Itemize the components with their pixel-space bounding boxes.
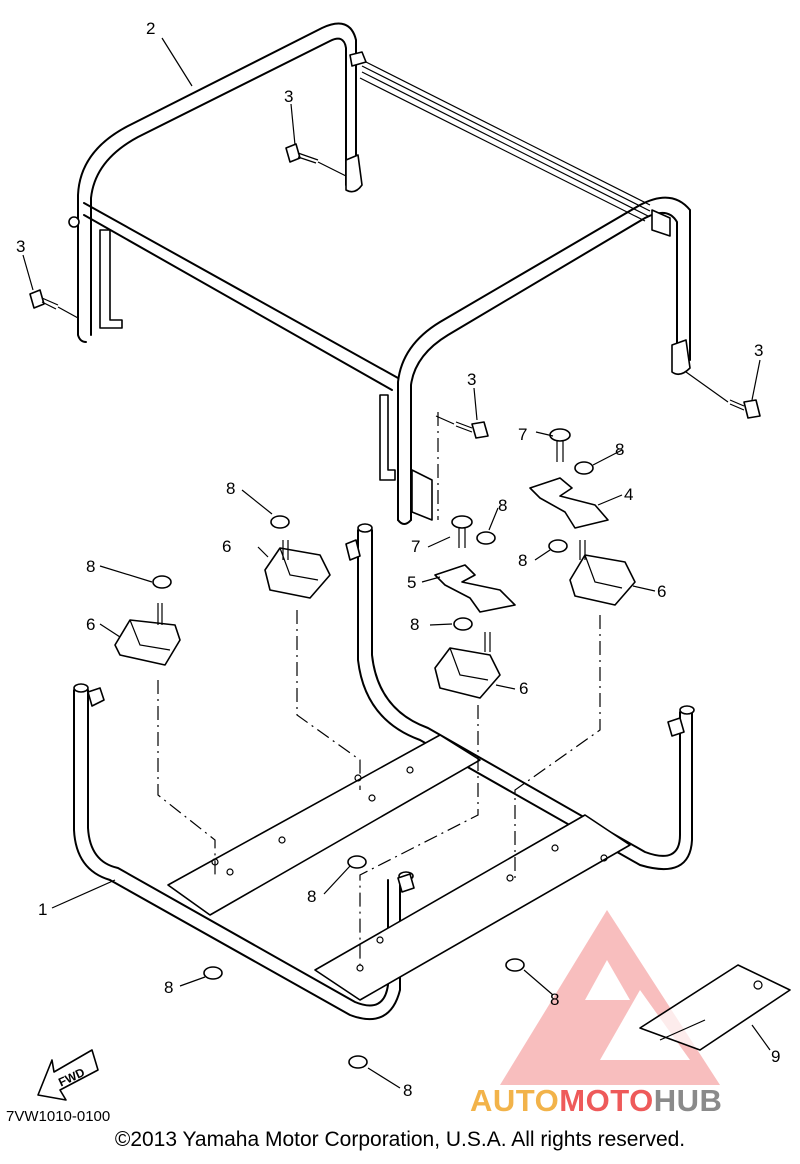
part-9-label <box>639 964 791 1051</box>
alignment-lines <box>157 412 601 965</box>
bolt-3-right <box>685 371 761 419</box>
callout-numbers: 2 3 3 3 3 7 8 4 8 7 8 6 8 8 5 6 6 8 6 1 … <box>16 19 780 1100</box>
callout-9: 9 <box>771 1047 780 1066</box>
callout-6-center: 6 <box>519 679 528 698</box>
watermark-text: AUTOMOTOHUB <box>470 1083 722 1119</box>
callout-8-i: 8 <box>550 990 559 1009</box>
damper-6-right <box>569 540 636 606</box>
bolt-7-lower <box>451 515 473 548</box>
copyright-notice: ©2013 Yamaha Motor Corporation, U.S.A. A… <box>114 1128 686 1151</box>
callout-5: 5 <box>407 573 416 592</box>
lower-frame <box>73 523 695 1020</box>
callout-8-c: 8 <box>226 479 235 498</box>
callout-8-e: 8 <box>86 557 95 576</box>
callout-3-left: 3 <box>16 237 25 256</box>
bolt-7-upper <box>549 428 571 462</box>
callout-8-f: 8 <box>410 615 419 634</box>
callout-7-lower: 7 <box>411 537 420 556</box>
bracket-4 <box>529 477 609 529</box>
callout-3-top: 3 <box>284 87 293 106</box>
callout-1: 1 <box>38 900 47 919</box>
callout-8-d: 8 <box>518 551 527 570</box>
callout-6-upper: 6 <box>222 537 231 556</box>
watermark-moto: MOTO <box>559 1083 654 1118</box>
bolt-3-top <box>285 143 347 177</box>
fwd-arrow: FWD <box>37 1049 99 1101</box>
bolt-3-left <box>29 289 79 319</box>
upper-frame <box>68 22 691 525</box>
callout-8-b: 8 <box>498 496 507 515</box>
callout-8-g: 8 <box>307 887 316 906</box>
callout-4: 4 <box>624 485 633 504</box>
callout-2: 2 <box>146 19 155 38</box>
callout-8-a: 8 <box>615 440 624 459</box>
damper-6-center <box>434 632 501 699</box>
diagram-code: 7VW1010-0100 <box>6 1108 111 1125</box>
bolt-3-center <box>435 415 489 439</box>
callout-8-h: 8 <box>164 978 173 997</box>
bracket-5 <box>434 564 516 613</box>
callout-6-left: 6 <box>86 615 95 634</box>
callout-8-j: 8 <box>403 1081 412 1100</box>
callout-7-upper: 7 <box>518 425 527 444</box>
watermark-hub: HUB <box>653 1083 723 1118</box>
callout-3-center: 3 <box>467 370 476 389</box>
watermark-auto: AUTO <box>470 1083 560 1118</box>
leader-lines <box>22 37 771 1089</box>
damper-6-left <box>114 603 181 666</box>
damper-6-upper <box>264 540 331 599</box>
nuts-8 <box>152 461 594 1069</box>
callout-6-right: 6 <box>657 582 666 601</box>
callout-3-right: 3 <box>754 341 763 360</box>
